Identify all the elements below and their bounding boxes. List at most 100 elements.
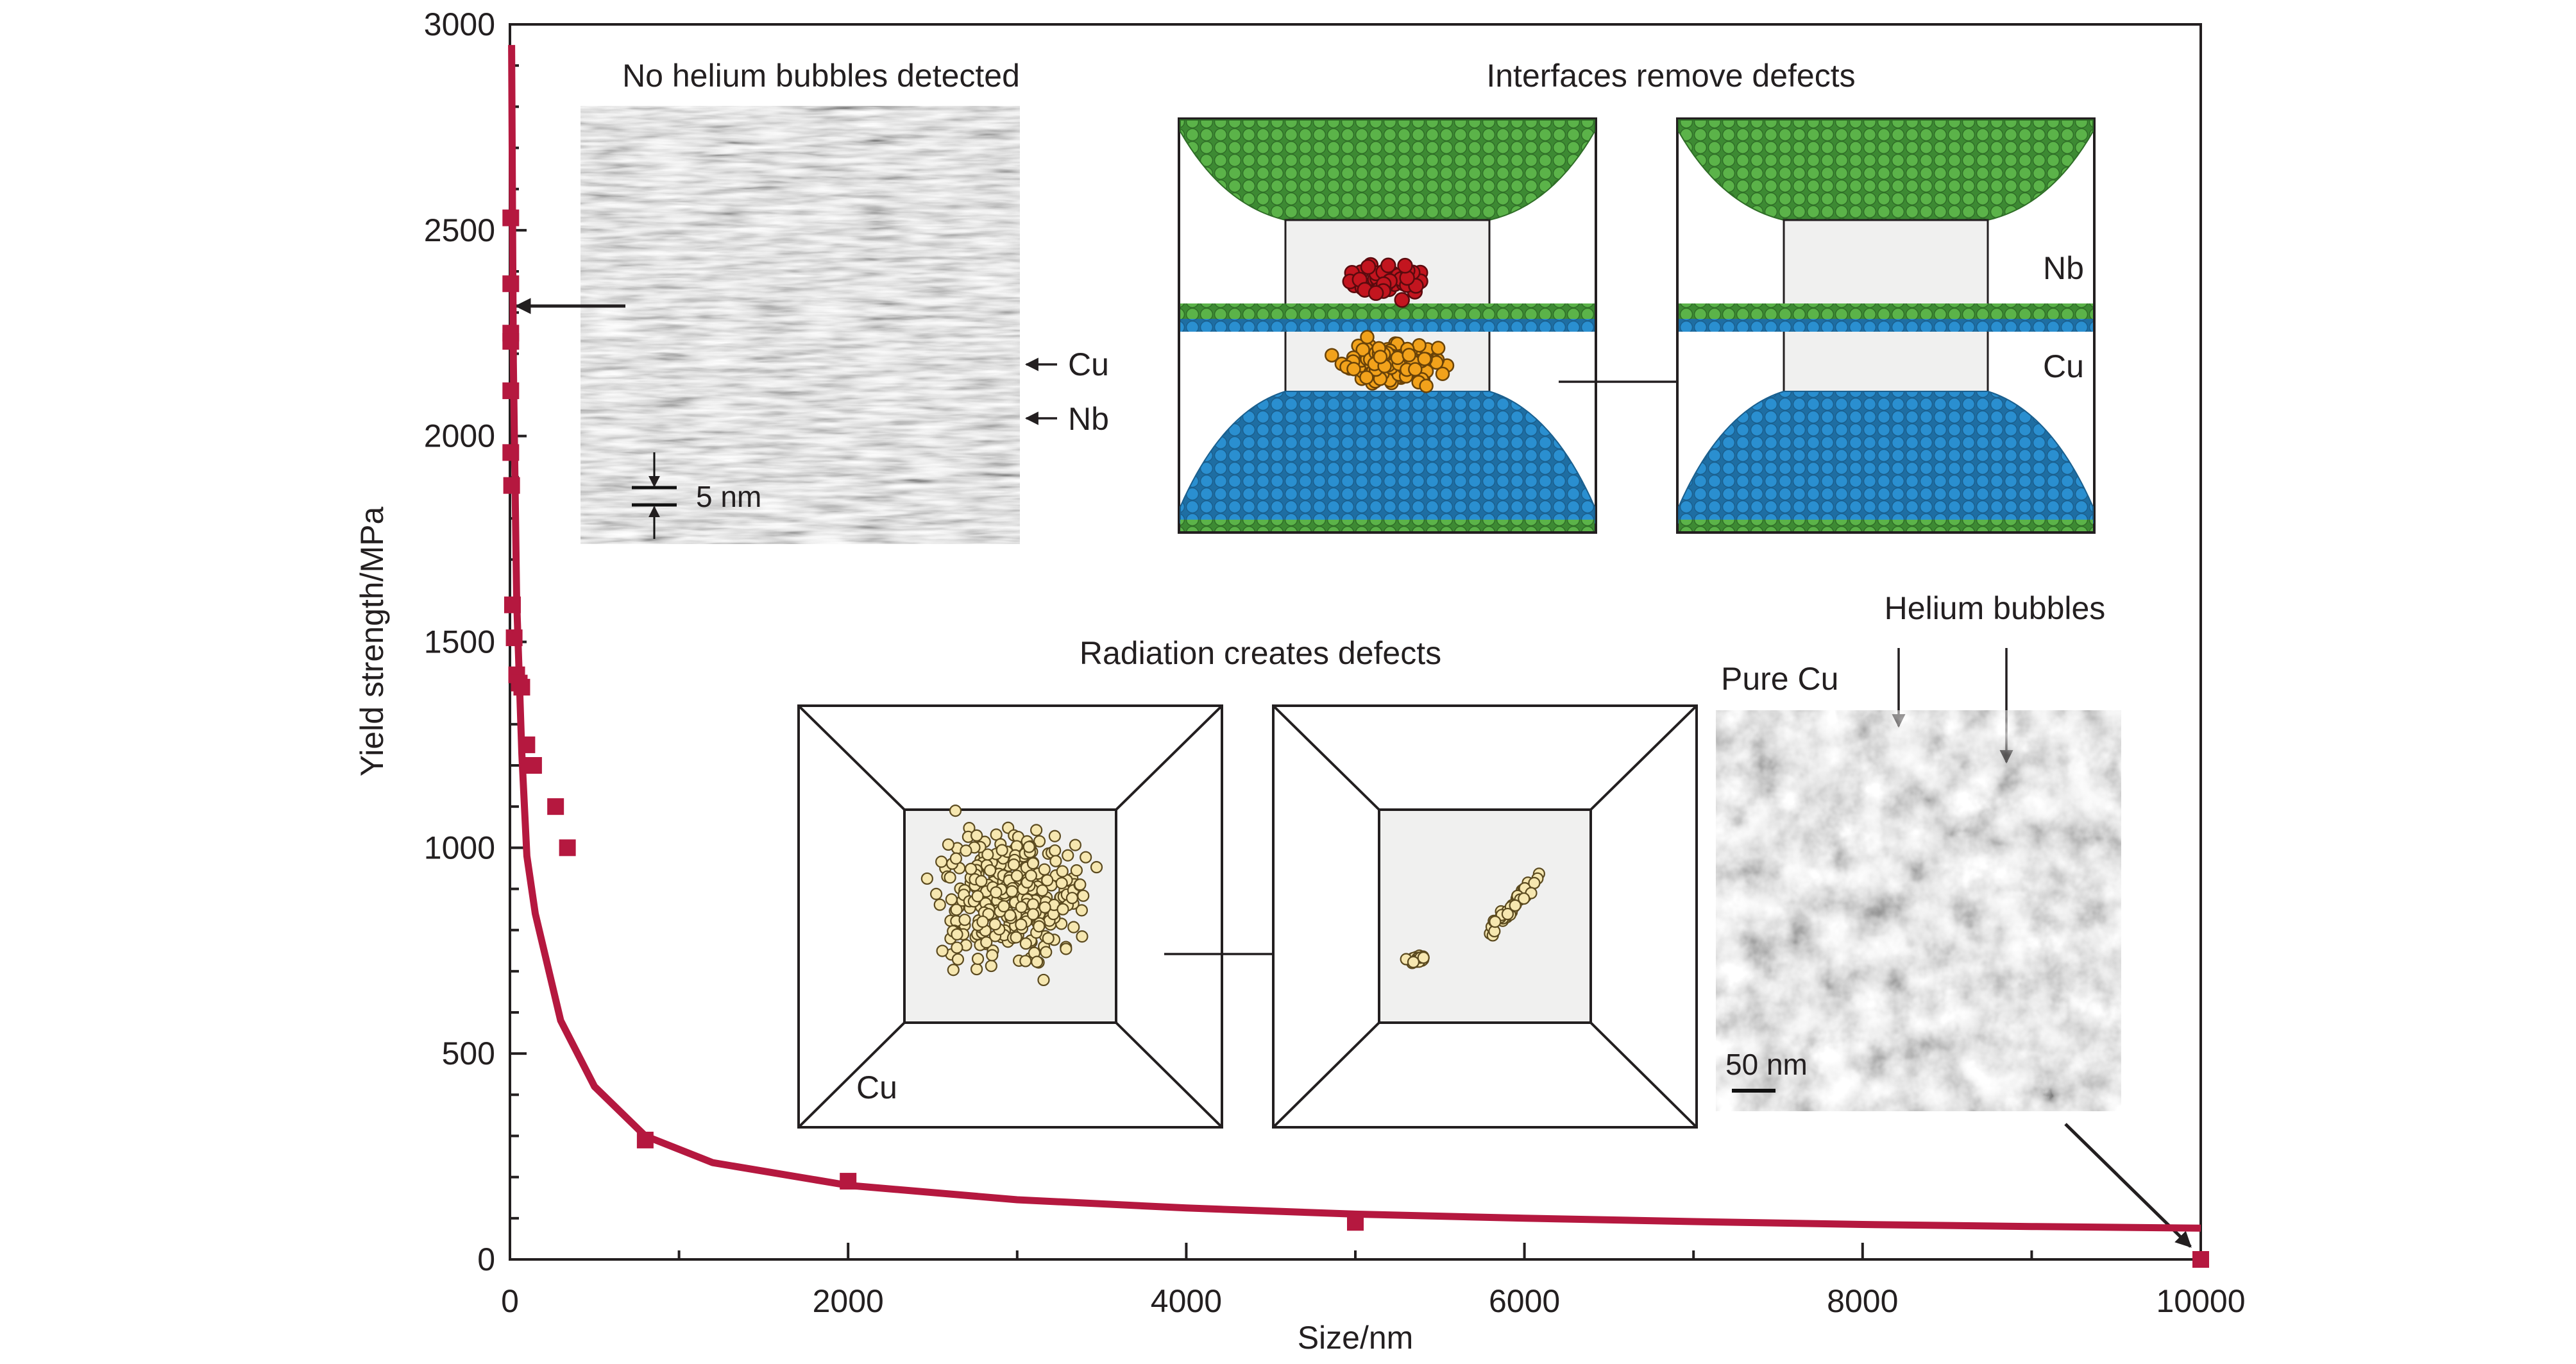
- vacancy-atom: [1065, 892, 1079, 905]
- vacancy-atom: [1528, 876, 1541, 889]
- red-defect-cluster: [1342, 257, 1428, 308]
- md-bottom-title: Radiation creates defects: [1080, 635, 1441, 671]
- vacancy-atom: [1070, 864, 1083, 877]
- vacancy-atom: [1036, 884, 1049, 897]
- data-point: [2192, 1251, 2209, 1268]
- defect-atom: [1408, 362, 1423, 377]
- defect-atom: [1397, 257, 1413, 274]
- vacancy-atom: [1042, 932, 1055, 945]
- defect-atom: [1360, 330, 1375, 345]
- vacancy-atom: [996, 844, 1008, 857]
- vacancy-atom: [1056, 903, 1069, 916]
- defect-atom: [1380, 257, 1396, 274]
- y-tick-label: 3000: [424, 6, 495, 42]
- data-point: [840, 1173, 857, 1190]
- vacancy-atom: [1019, 937, 1032, 950]
- vacancy-atom: [1074, 878, 1087, 891]
- data-points: [502, 209, 2209, 1268]
- scale-label-5nm: 5 nm: [696, 480, 761, 513]
- data-point: [503, 477, 520, 494]
- cascade-cell-after: [1272, 704, 1698, 1129]
- scale-bar-5nm: [632, 452, 677, 539]
- vacancy-atom: [1030, 824, 1043, 837]
- defect-atom: [1430, 341, 1446, 355]
- tem-bottom-title: Helium bubbles: [1885, 590, 2106, 626]
- x-tick-label: 6000: [1489, 1283, 1560, 1319]
- defect-atom: [1419, 379, 1434, 393]
- vacancy-atom: [990, 886, 1003, 899]
- tem-top-title: No helium bubbles detected: [622, 58, 1020, 94]
- vacancy-atom: [965, 862, 978, 875]
- vacancy-atom: [1024, 869, 1038, 882]
- vacancy-atom: [1040, 946, 1053, 959]
- vacancy-atom: [936, 944, 949, 957]
- vacancy-atom: [942, 838, 955, 851]
- md-cell-before: [1178, 117, 1597, 534]
- defect-atom: [1368, 285, 1384, 302]
- vacancy-atom: [1031, 955, 1044, 968]
- md-interfaces-inset: Interfaces remove defects Nb Cu: [1178, 58, 2096, 534]
- data-point: [636, 1131, 654, 1148]
- vacancy-atom: [951, 953, 965, 966]
- data-point: [525, 757, 542, 774]
- vacancy-atom: [935, 855, 948, 868]
- y-tick-label: 2500: [424, 212, 495, 248]
- x-tick-label: 2000: [813, 1283, 884, 1319]
- vacancy-atom: [981, 848, 994, 861]
- vacancy-atom: [1062, 849, 1074, 862]
- vacancy-atom: [1015, 901, 1028, 914]
- vacancy-atom: [980, 936, 993, 949]
- defect-atom: [1359, 370, 1374, 385]
- y-tick-label: 0: [477, 1241, 495, 1277]
- vacancy-atom: [975, 874, 988, 888]
- vacancy-atom: [1006, 885, 1019, 898]
- vacancy-atom: [1004, 909, 1017, 922]
- vacancy-atom: [971, 952, 985, 966]
- vacancy-atom: [1037, 973, 1050, 987]
- vacancy-atom: [1417, 951, 1430, 964]
- vacancy-atom: [1509, 899, 1521, 912]
- x-tick-label: 0: [501, 1283, 519, 1319]
- vacancy-atom: [949, 852, 963, 865]
- defect-atom: [1435, 366, 1450, 381]
- tem-label-cu: Cu: [1068, 346, 1109, 382]
- vacancy-atom: [929, 887, 943, 900]
- vacancy-atom: [1069, 839, 1081, 851]
- x-tick-label: 4000: [1151, 1283, 1222, 1319]
- data-point: [559, 839, 576, 857]
- y-tick-label: 1000: [424, 830, 495, 865]
- vacancy-atom: [1027, 908, 1040, 921]
- vacancy-atom: [1407, 955, 1420, 969]
- vacancy-atom: [933, 898, 946, 911]
- vacancy-atom: [1090, 861, 1103, 874]
- vacancy-atom: [1033, 920, 1046, 933]
- md-top-title: Interfaces remove defects: [1486, 58, 1855, 94]
- data-point: [505, 629, 523, 647]
- vacancy-atom: [944, 871, 956, 884]
- defect-atom: [1355, 342, 1370, 357]
- y-tick-label: 1500: [424, 624, 495, 660]
- vacancy-atom: [1010, 931, 1022, 944]
- data-point: [513, 679, 530, 696]
- defect-atom: [1417, 352, 1432, 366]
- vacancy-atom: [970, 829, 983, 842]
- vacancy-atom: [1041, 874, 1054, 887]
- tem-pure-cu-image: [1716, 710, 2121, 1111]
- md-label-nb: Nb: [2043, 250, 2084, 286]
- x-axis-label: Size/nm: [1298, 1320, 1414, 1356]
- vacancy-cloud: [920, 805, 1103, 987]
- vacancy-atom: [958, 914, 971, 926]
- vacancy-atom: [1067, 921, 1080, 933]
- vacancy-atom: [1489, 916, 1502, 928]
- radiation-cascade-inset: Radiation creates defects Cu: [797, 635, 1698, 1129]
- data-point: [502, 333, 520, 350]
- md-cell-after: [1676, 117, 2096, 534]
- vacancy-atom: [949, 805, 962, 817]
- vacancy-atom: [1038, 901, 1051, 914]
- vacancy-atom: [1049, 844, 1062, 857]
- tem-label-nb: Nb: [1068, 401, 1109, 437]
- vacancy-atom: [1015, 918, 1028, 931]
- data-point: [502, 382, 520, 400]
